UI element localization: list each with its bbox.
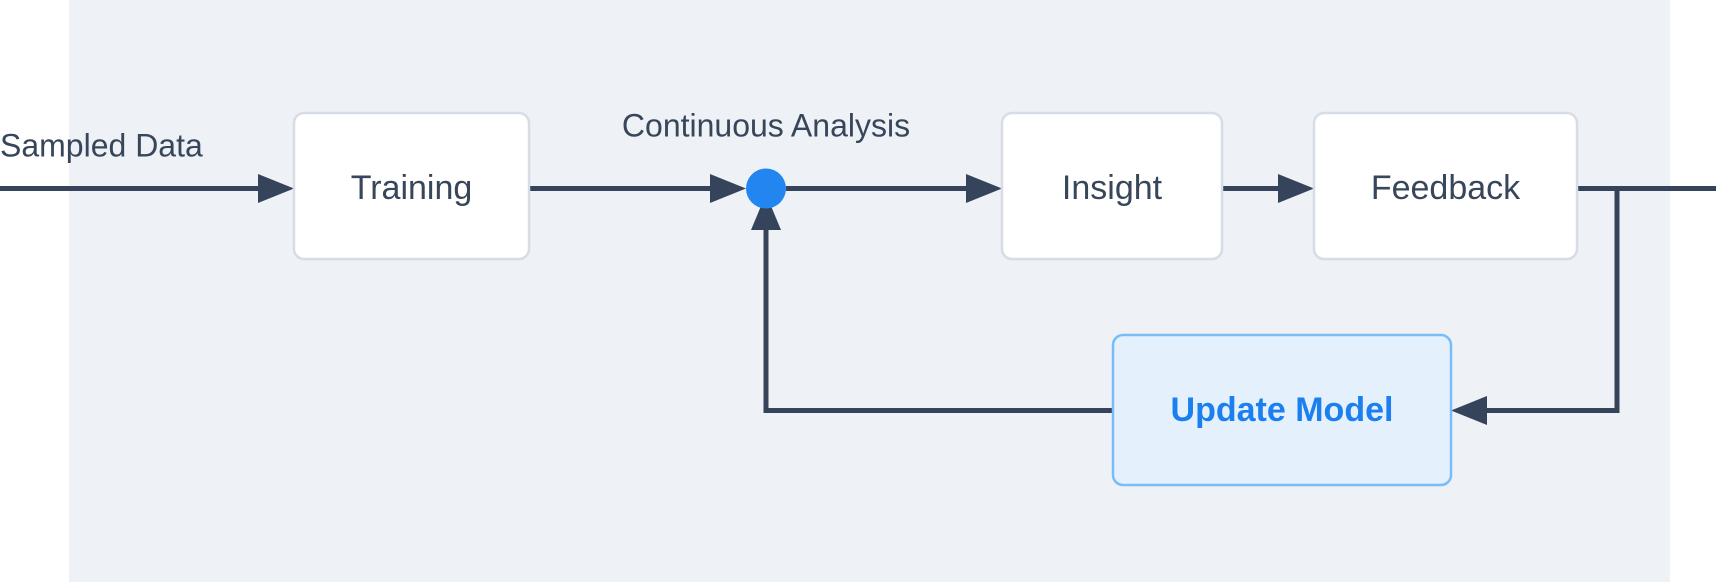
node-insight-box[interactable] bbox=[1000, 111, 1224, 261]
analysis-junction-dot[interactable] bbox=[746, 168, 786, 209]
node-update-model[interactable]: Update Model bbox=[1111, 333, 1453, 487]
node-training-label: Training bbox=[351, 169, 473, 207]
node-training-box[interactable] bbox=[292, 111, 531, 261]
edge-input-to-training bbox=[0, 174, 294, 203]
edge-training-to-junction bbox=[529, 174, 746, 203]
node-feedback-label: Feedback bbox=[1371, 169, 1521, 207]
node-update-model-box[interactable] bbox=[1111, 333, 1453, 487]
edge-feedback-to-update-model bbox=[1451, 188, 1620, 425]
label-sampled-data: Sampled Data bbox=[0, 127, 203, 163]
diagram-canvas bbox=[69, 0, 1670, 582]
node-insight-label: Insight bbox=[1062, 169, 1163, 207]
node-feedback-box[interactable] bbox=[1312, 111, 1579, 261]
node-feedback[interactable]: Feedback bbox=[1312, 111, 1579, 261]
edge-junction-to-insight bbox=[786, 174, 1002, 203]
label-continuous-analysis: Continuous Analysis bbox=[622, 107, 910, 143]
edge-update-model-to-junction bbox=[751, 194, 1113, 413]
edge-insight-to-feedback bbox=[1222, 174, 1314, 203]
node-insight[interactable]: Insight bbox=[1000, 111, 1224, 261]
node-training[interactable]: Training bbox=[292, 111, 531, 261]
node-update-model-label: Update Model bbox=[1171, 391, 1394, 429]
